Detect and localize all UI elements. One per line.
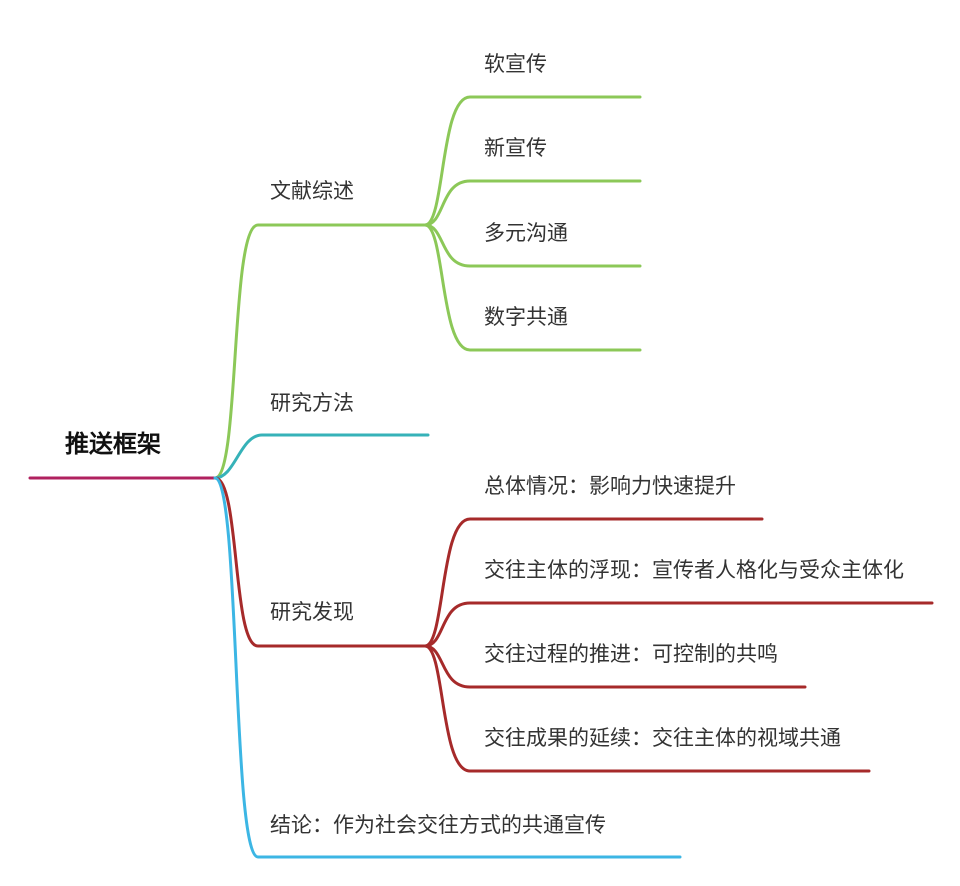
literature-child-label: 多元沟通 (484, 221, 568, 245)
literature-child-3-connector (423, 223, 642, 268)
branch-methods-label: 研究方法 (270, 391, 354, 415)
literature-child-4-connector (423, 223, 642, 352)
findings-child-label: 交往成果的延续：交往主体的视域共通 (484, 726, 841, 750)
findings-connector (213, 476, 427, 648)
branch-findings-label: 研究发现 (270, 600, 354, 624)
literature-connector (213, 223, 427, 480)
findings-child-3-connector (423, 644, 807, 689)
literature-child-label: 软宣传 (484, 52, 547, 76)
findings-child-1-connector (423, 517, 764, 648)
findings-child-2-connector (423, 601, 934, 648)
literature-child-label: 数字共通 (484, 305, 568, 329)
conclusion-connector (213, 476, 682, 859)
branch-literature-label: 文献综述 (270, 179, 354, 203)
findings-child-label: 总体情况：影响力快速提升 (484, 474, 736, 498)
findings-child-label: 交往主体的浮现：宣传者人格化与受众主体化 (484, 558, 904, 582)
literature-child-1-connector (423, 95, 642, 227)
methods-connector (213, 433, 430, 480)
literature-child-label: 新宣传 (484, 136, 547, 160)
root-node-label: 推送框架 (65, 430, 161, 458)
findings-child-label: 交往过程的推进：可控制的共鸣 (484, 642, 778, 666)
findings-child-4-connector (423, 644, 871, 773)
literature-child-2-connector (423, 179, 642, 227)
branch-conclusion-label: 结论：作为社会交往方式的共通宣传 (270, 813, 606, 837)
